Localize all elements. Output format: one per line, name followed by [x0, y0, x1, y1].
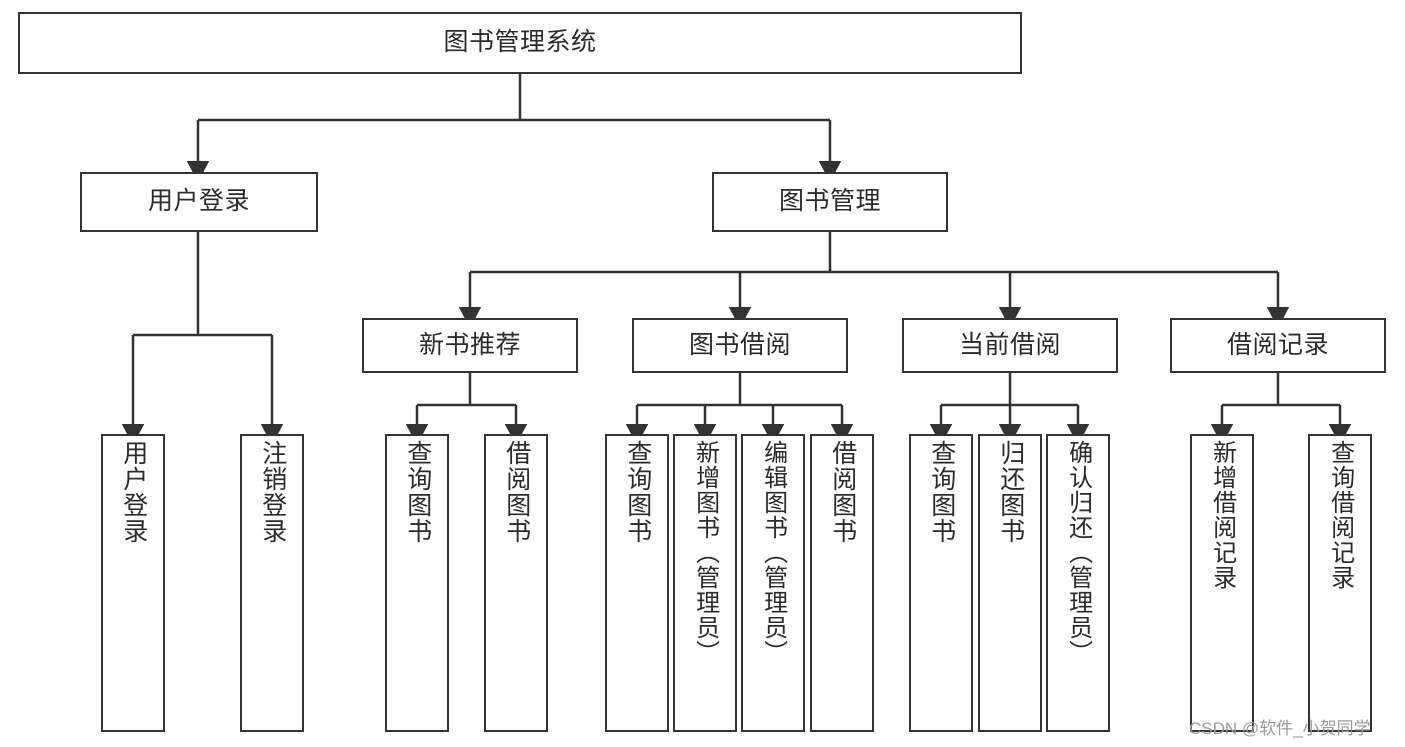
node-label: 当前借阅 [958, 330, 1061, 359]
leaf-current-query-book[interactable]: 查询图书 [909, 434, 973, 732]
node-new-book-recommend[interactable]: 新书推荐 [362, 318, 578, 373]
node-label: 归还图书 [996, 440, 1025, 544]
node-label: 用户登录 [119, 440, 148, 544]
node-label: 图书借阅 [688, 330, 791, 359]
node-book-management[interactable]: 图书管理 [712, 172, 948, 232]
node-label: 确认归还（管理员） [1064, 440, 1092, 665]
node-label: 编辑图书（管理员） [759, 440, 787, 665]
csdn-watermark: CSDN @软件_小贺同学 [1189, 719, 1371, 738]
leaf-borrow-query-book[interactable]: 查询图书 [605, 434, 669, 732]
node-current-borrow[interactable]: 当前借阅 [902, 318, 1118, 373]
node-label: 查询图书 [927, 440, 956, 544]
leaf-borrow-add-book-admin[interactable]: 新增图书（管理员） [673, 434, 737, 732]
node-label: 查询图书 [623, 440, 652, 544]
node-label: 借阅图书 [502, 440, 531, 544]
leaf-current-return-book[interactable]: 归还图书 [978, 434, 1042, 732]
node-label: 注销登录 [258, 440, 287, 544]
node-root-system[interactable]: 图书管理系统 [18, 12, 1022, 74]
node-label: 新增借阅记录 [1208, 440, 1236, 590]
node-book-borrow[interactable]: 图书借阅 [632, 318, 848, 373]
node-label: 新增图书（管理员） [691, 440, 719, 665]
node-borrow-record[interactable]: 借阅记录 [1170, 318, 1386, 373]
leaf-current-confirm-return-admin[interactable]: 确认归还（管理员） [1046, 434, 1110, 732]
node-label: 图书管理 [778, 187, 881, 216]
leaf-borrow-edit-book-admin[interactable]: 编辑图书（管理员） [741, 434, 805, 732]
node-label: 借阅记录 [1226, 330, 1329, 359]
node-label: 新书推荐 [418, 330, 521, 359]
node-label: 用户登录 [147, 187, 250, 216]
leaf-record-query-record[interactable]: 查询借阅记录 [1308, 434, 1372, 732]
leaf-user-login-logout[interactable]: 注销登录 [240, 434, 304, 732]
node-label: 查询借阅记录 [1326, 440, 1354, 590]
node-label: 查询图书 [403, 440, 432, 544]
leaf-record-add-record[interactable]: 新增借阅记录 [1190, 434, 1254, 732]
leaf-user-login-login[interactable]: 用户登录 [101, 434, 165, 732]
node-user-login[interactable]: 用户登录 [80, 172, 318, 232]
leaf-borrow-borrow-book[interactable]: 借阅图书 [810, 434, 874, 732]
node-label: 图书管理系统 [443, 28, 597, 57]
leaf-new-book-query[interactable]: 查询图书 [385, 434, 449, 732]
node-label: 借阅图书 [828, 440, 857, 544]
leaf-new-book-borrow[interactable]: 借阅图书 [484, 434, 548, 732]
